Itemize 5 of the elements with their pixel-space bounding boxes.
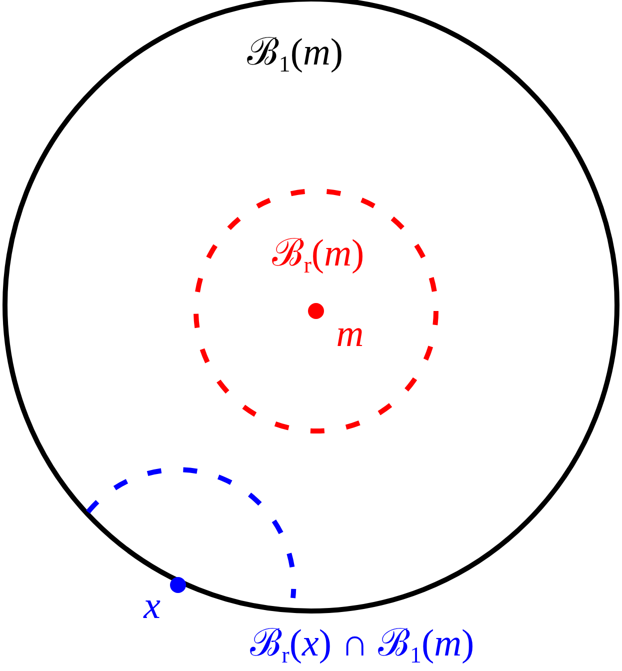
point-label: m (336, 315, 364, 353)
set-label: ℬ$_{r}$(m) (272, 234, 364, 278)
point-label: x (144, 587, 160, 625)
set-label: ℬ$_{r}$(x) ∩ ℬ$_{1}$(m) (250, 624, 474, 668)
set-label: ℬ$_{1}$(m) (246, 34, 344, 76)
